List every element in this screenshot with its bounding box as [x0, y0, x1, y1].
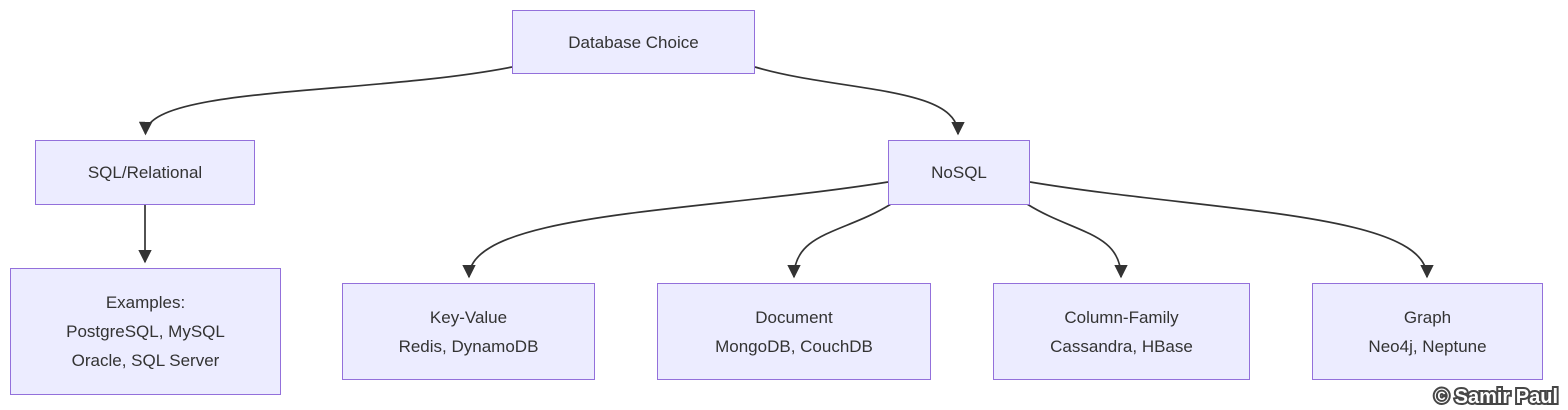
edge-nosql-to-columnfamily: [1026, 203, 1128, 279]
node-sql-relational-label: SQL/Relational: [87, 163, 203, 182]
node-key-value-title: Key-Value: [429, 307, 508, 327]
node-column-family-examples: Cassandra, HBase: [1050, 336, 1193, 356]
node-key-value: Key-Value Redis, DynamoDB: [342, 283, 595, 380]
node-database-choice: Database Choice: [512, 10, 755, 74]
node-nosql: NoSQL: [888, 140, 1030, 205]
edge-nosql-to-graph: [1029, 181, 1434, 279]
watermark: © Samir Paul: [1432, 384, 1560, 410]
node-graph-examples: Neo4j, Neptune: [1368, 336, 1487, 356]
edge-databasechoice-to-sql: [138, 66, 513, 136]
node-sql-examples-line3: Oracle, SQL Server: [71, 351, 220, 370]
node-sql-examples: Examples: PostgreSQL, MySQL Oracle, SQL …: [10, 268, 281, 395]
node-sql-examples-line2: PostgreSQL, MySQL: [66, 322, 225, 341]
node-document-title: Document: [755, 307, 833, 327]
watermark-text: © Samir Paul: [1434, 386, 1558, 408]
node-document-examples: MongoDB, CouchDB: [715, 336, 873, 356]
edge-databasechoice-to-nosql: [754, 66, 965, 136]
node-sql-examples-line1: Examples:: [105, 293, 186, 312]
node-database-choice-label: Database Choice: [568, 32, 699, 52]
node-graph: Graph Neo4j, Neptune: [1312, 283, 1543, 380]
node-key-value-examples: Redis, DynamoDB: [398, 336, 539, 356]
node-sql-relational: SQL/Relational: [35, 140, 255, 205]
node-column-family-title: Column-Family: [1064, 307, 1179, 327]
node-document: Document MongoDB, CouchDB: [657, 283, 931, 380]
node-graph-title: Graph: [1403, 307, 1452, 327]
edge-nosql-to-keyvalue: [462, 181, 889, 279]
edge-nosql-to-document: [787, 203, 892, 279]
node-column-family: Column-Family Cassandra, HBase: [993, 283, 1250, 380]
node-nosql-label: NoSQL: [931, 163, 987, 182]
